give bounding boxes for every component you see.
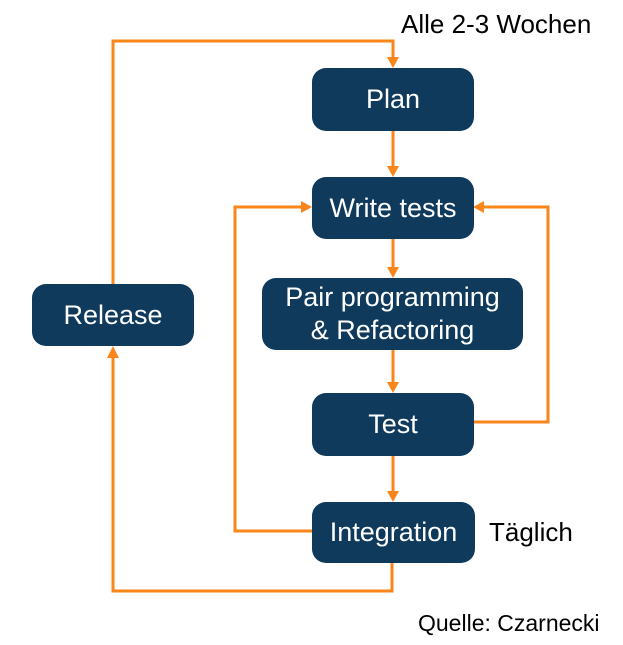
- node-test: Test: [312, 393, 474, 456]
- daily-interval-label: Täglich: [489, 517, 573, 547]
- arrow-release-to-plan: [111, 39, 399, 284]
- node-write-tests-label: Write tests: [329, 192, 457, 223]
- node-pair-programming-label-line1: Pair programming: [285, 282, 500, 313]
- arrow-pair-programming-to-test: [387, 350, 399, 393]
- node-test-label: Test: [368, 409, 418, 440]
- arrow-test-to-integration: [387, 456, 399, 502]
- arrow-integration-to-release: [107, 346, 394, 593]
- arrow-plan-to-write-tests: [387, 131, 399, 177]
- cycle-interval-label: Alle 2-3 Wochen: [401, 9, 592, 39]
- node-pair-programming: Pair programming & Refactoring: [262, 278, 523, 350]
- node-release-label: Release: [63, 299, 163, 330]
- node-write-tests: Write tests: [312, 177, 474, 239]
- node-pair-programming-label-line2: & Refactoring: [310, 315, 475, 345]
- node-plan: Plan: [312, 68, 474, 131]
- arrow-integration-to-write-tests: [233, 201, 312, 533]
- node-release: Release: [32, 284, 194, 346]
- node-integration: Integration: [312, 502, 475, 563]
- node-integration-label: Integration: [329, 517, 458, 548]
- arrow-write-tests-to-pair-programming: [387, 239, 399, 278]
- source-credit-label: Quelle: Czarnecki: [418, 610, 600, 636]
- arrow-test-to-write-tests: [473, 201, 550, 424]
- node-plan-label: Plan: [365, 84, 421, 115]
